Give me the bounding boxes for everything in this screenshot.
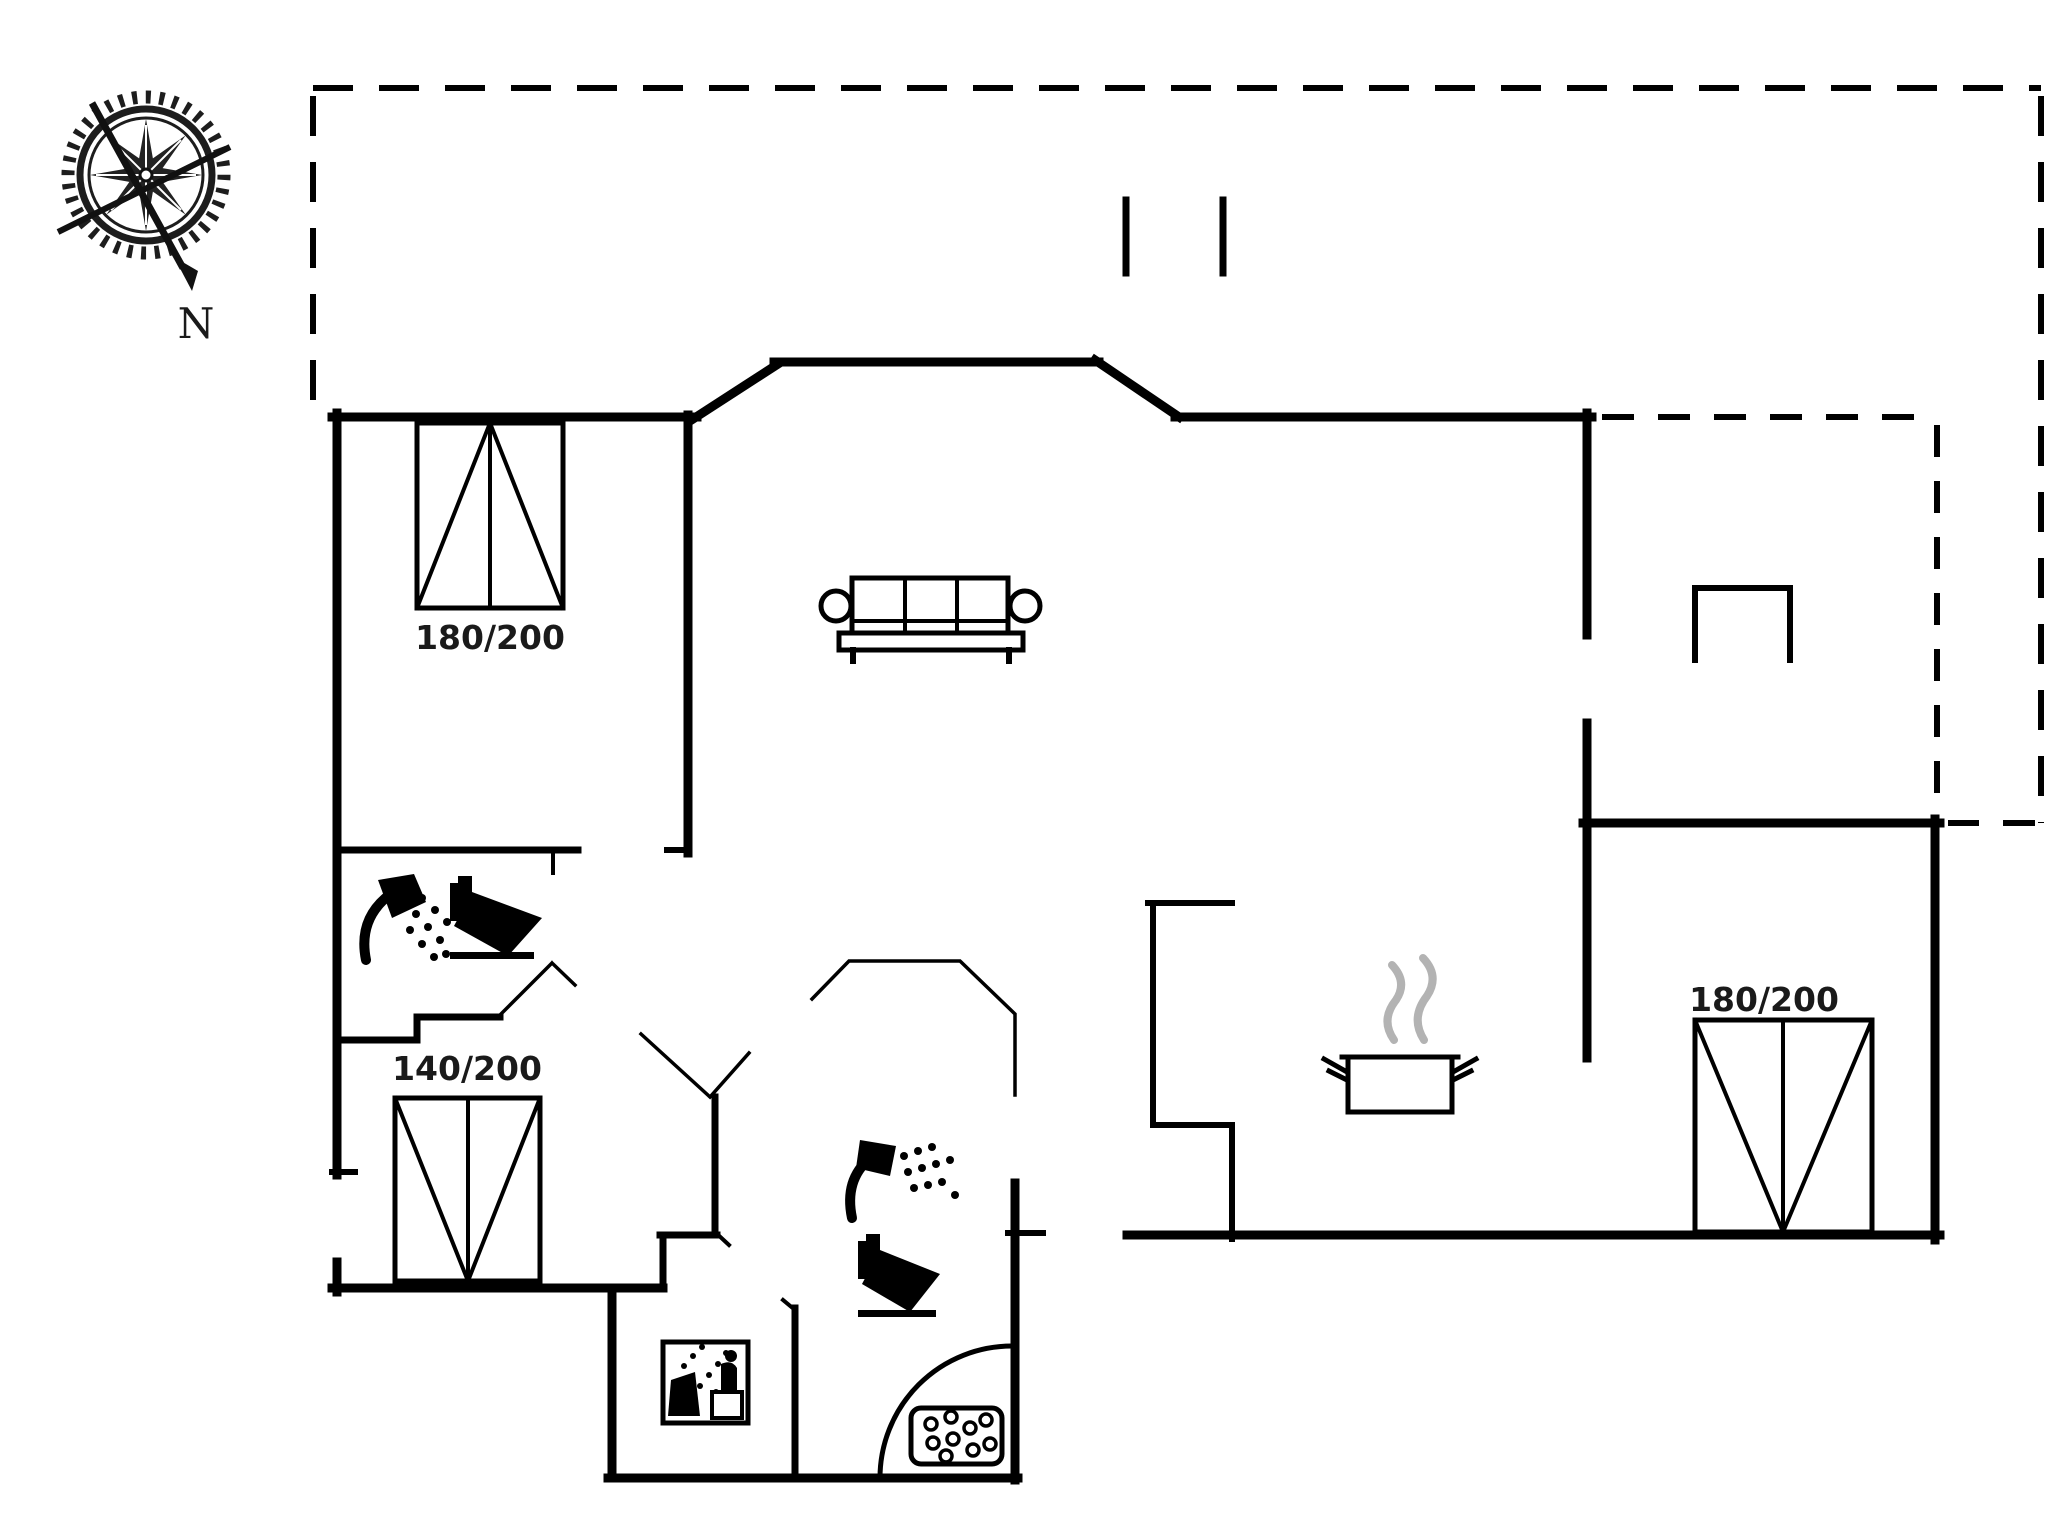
shower-head-icon — [845, 1140, 959, 1223]
compass-inner-ring — [87, 116, 205, 234]
detergent-shape — [668, 1372, 700, 1416]
bed-size-label: 180/200 — [1689, 980, 1839, 1019]
shower-curtain-arc — [877, 1343, 1015, 1481]
terrace-dashed-boundary — [310, 85, 2044, 826]
bed-top-left: 180/200 — [414, 420, 566, 657]
door-jamb-bath2-divider — [780, 1297, 798, 1313]
toilet-bowl — [454, 892, 542, 956]
steam-curl-right — [1413, 954, 1437, 1044]
pot-handle-right — [1449, 1055, 1480, 1084]
steam-curl-left — [1383, 961, 1406, 1044]
bed-size-label: 140/200 — [392, 1049, 542, 1088]
toilet-icon — [858, 1234, 940, 1317]
washing-machine-icon — [660, 1339, 751, 1426]
bathroom-left-fixtures — [359, 874, 542, 965]
compass-outer-ring — [76, 105, 216, 245]
bed-right: 180/200 — [1689, 980, 1875, 1235]
corner-shower-tray-icon — [877, 1343, 1015, 1481]
door-leaves — [497, 959, 1017, 1100]
compass-needle-north — [88, 101, 187, 270]
washing-machine-frame — [660, 1339, 751, 1426]
north-label: N — [178, 299, 215, 348]
bed-mattress-lines — [1692, 1017, 1875, 1235]
interior-walls — [333, 410, 1235, 1482]
compass-needle-tip — [174, 257, 198, 291]
compass-hub — [138, 167, 154, 183]
compass-rose-icon — [56, 90, 232, 291]
compass-tick-ring — [61, 90, 231, 260]
door-leaf-bath2 — [638, 1031, 752, 1100]
figure-body — [721, 1362, 737, 1392]
exterior-walls — [327, 353, 1945, 1485]
toilet-base — [450, 952, 534, 959]
terrace-features — [1122, 196, 1793, 663]
door-leaf-bath1 — [497, 960, 578, 1018]
wall-top-diagonal-left — [686, 357, 785, 426]
tray-pebble-dots — [923, 1409, 998, 1464]
compass-needle-secondary — [56, 144, 232, 235]
bed-mattress-lines — [414, 420, 566, 611]
wall-bath1-south — [333, 1013, 504, 1044]
shower-tray — [908, 1405, 1005, 1467]
sofa-icon — [818, 575, 1043, 664]
shower-spray-dots — [406, 894, 451, 961]
toilet-button — [458, 876, 472, 884]
closet-front-hall — [809, 959, 1017, 1097]
shower-head-icon — [359, 874, 451, 965]
machine-box — [710, 1390, 744, 1420]
cooking-pot-steam-icon — [1320, 954, 1480, 1115]
toilet-button — [866, 1234, 880, 1242]
toilet-icon — [450, 876, 542, 959]
shower-head — [856, 1140, 896, 1176]
bed-size-label: 180/200 — [415, 618, 565, 657]
grill-bench-icon — [1692, 585, 1793, 663]
wall-top-diagonal-right — [1088, 353, 1186, 424]
figure-head — [725, 1350, 737, 1362]
sofa-backrest — [849, 575, 1011, 636]
sofa-legs — [850, 647, 1012, 664]
sofa-cushions — [850, 576, 1010, 635]
toilet-bowl — [862, 1250, 940, 1312]
bed-mattress-lines — [392, 1095, 543, 1284]
sofa-arm-right — [1007, 588, 1043, 624]
toilet-base — [858, 1310, 936, 1317]
shower-head — [378, 874, 426, 918]
sofa-seat — [836, 630, 1026, 653]
shower-arm — [359, 891, 393, 965]
pot-body — [1345, 1054, 1455, 1115]
bathroom-bottom-fixtures — [845, 1140, 959, 1317]
sofa-arm-left — [818, 588, 854, 624]
pot-handle-left — [1320, 1055, 1351, 1084]
shower-spray-dots — [900, 1143, 959, 1199]
bed-bottom-left: 140/200 — [392, 1049, 543, 1284]
